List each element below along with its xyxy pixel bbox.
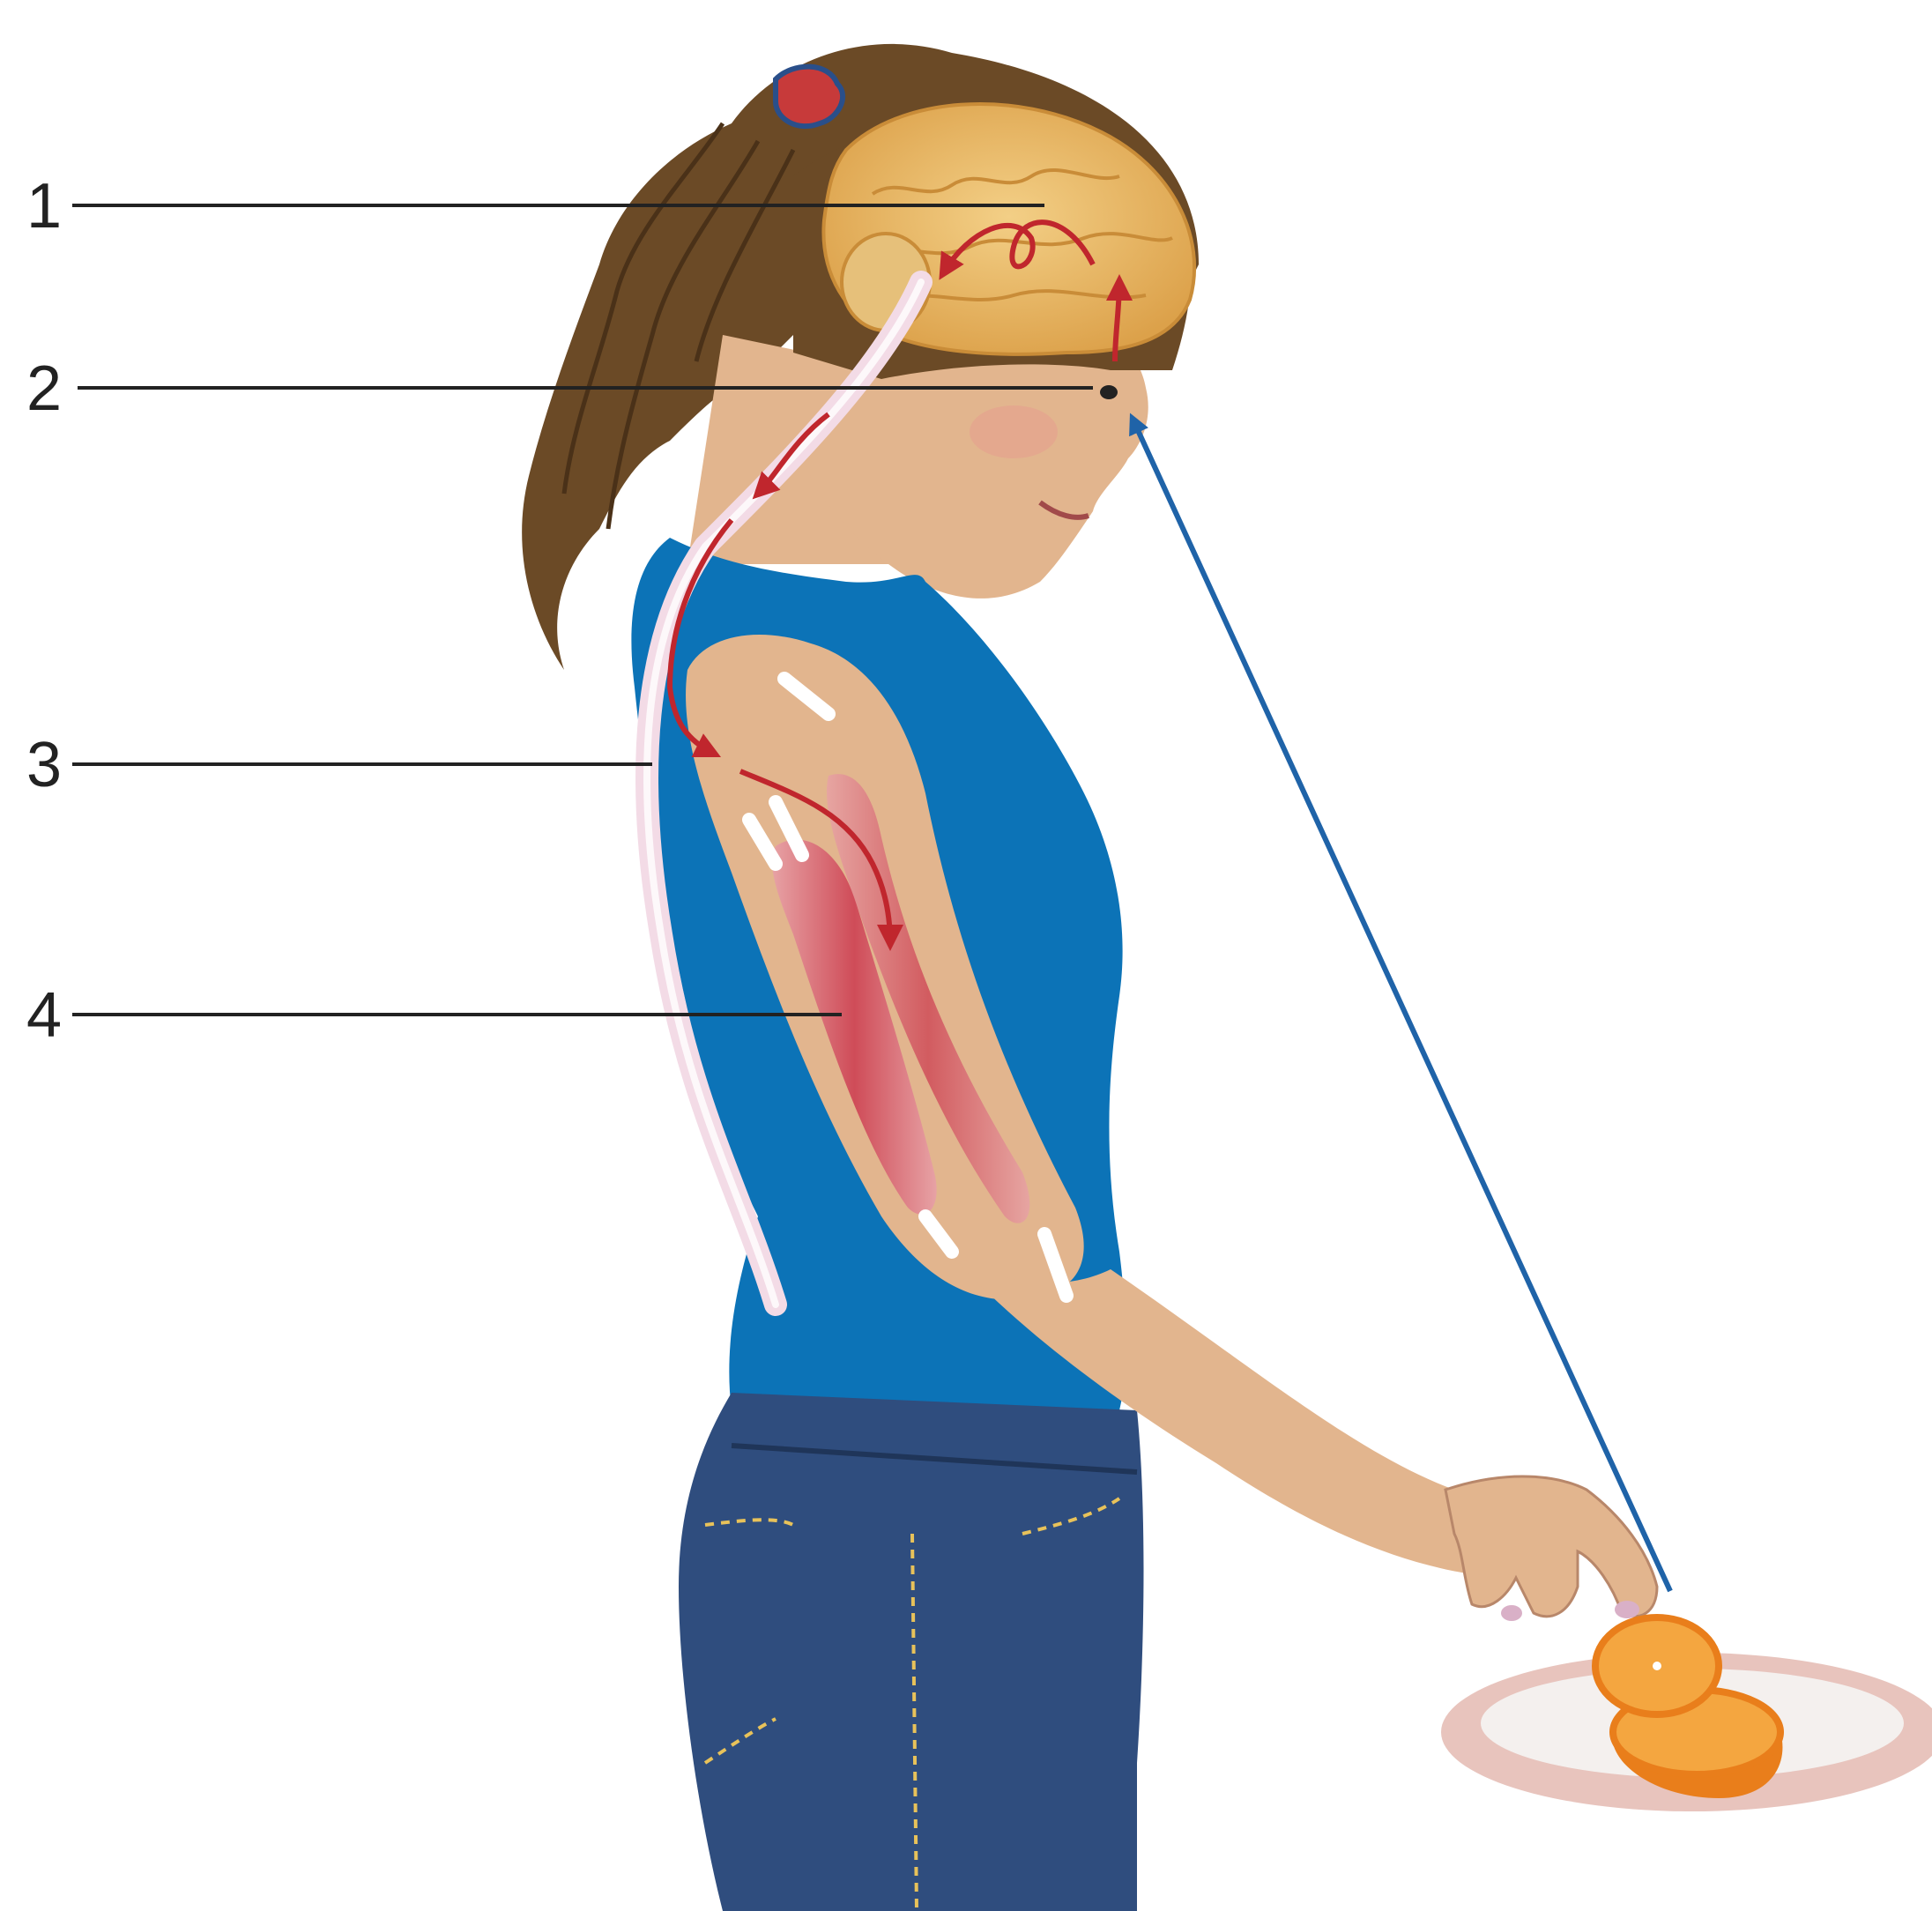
hair-tie-icon (776, 67, 843, 127)
label-3: 3 (26, 730, 62, 800)
label-2: 2 (26, 353, 62, 424)
label-1: 1 (26, 171, 62, 242)
label-4: 4 (26, 980, 62, 1051)
jeans (679, 1393, 1144, 1911)
